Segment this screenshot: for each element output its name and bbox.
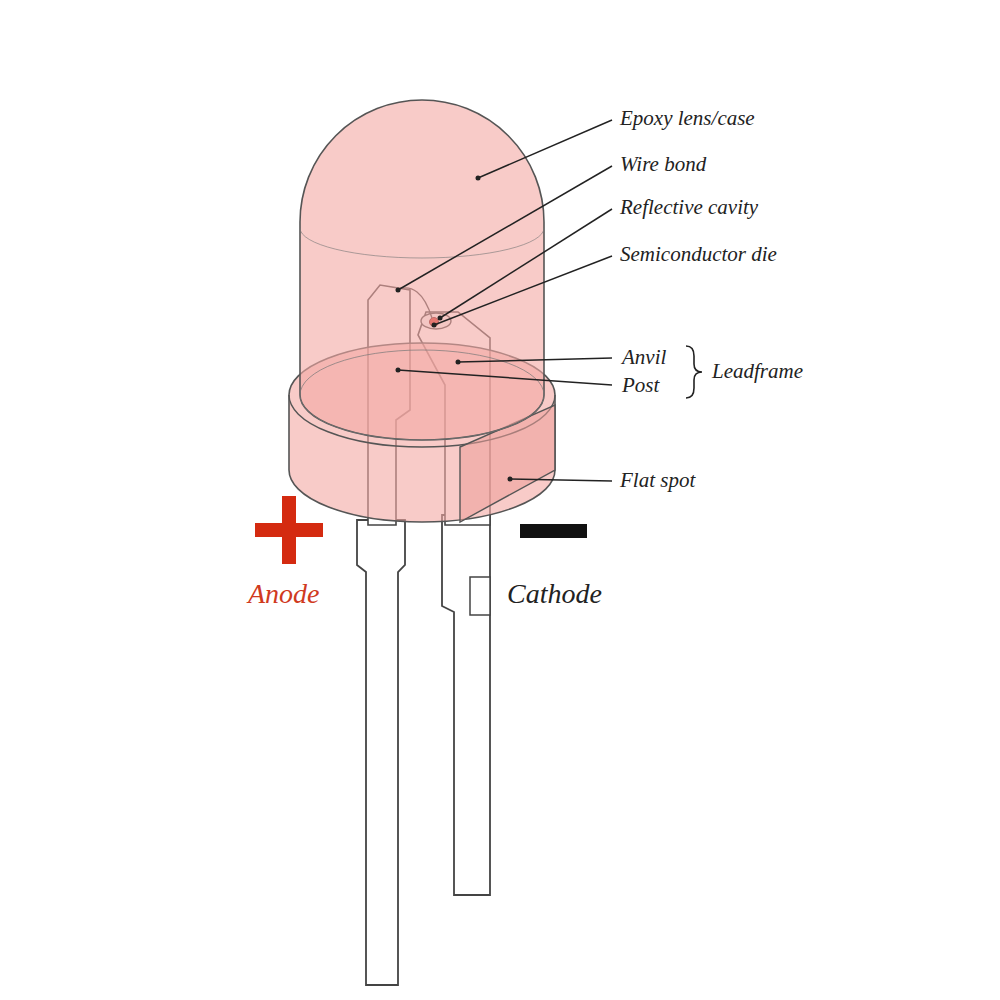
part-label: Flat spot <box>620 470 695 491</box>
part-label: Post <box>622 375 659 396</box>
leader-dot <box>438 316 443 321</box>
leader-dots <box>396 176 513 482</box>
plus-symbol <box>282 496 296 564</box>
cathode-lead <box>442 515 490 895</box>
leader-line <box>440 209 612 318</box>
part-label: Wire bond <box>620 154 706 175</box>
pin-name: Anode <box>248 580 320 608</box>
leader-line <box>398 166 612 290</box>
leader-line <box>458 358 612 362</box>
part-label: Anvil <box>622 347 666 368</box>
minus-symbol <box>520 524 587 538</box>
brace <box>686 346 702 398</box>
lens-edge <box>300 228 544 258</box>
part-label: Semiconductor die <box>620 244 777 265</box>
leader-dot <box>508 477 513 482</box>
leader-lines <box>398 120 612 481</box>
pin-name: Cathode <box>507 580 602 608</box>
leader-line <box>510 479 612 481</box>
leader-dot <box>456 360 461 365</box>
leader-line <box>434 256 612 325</box>
anode-lead <box>357 520 405 985</box>
leader-dot <box>396 368 401 373</box>
leader-line <box>478 120 612 178</box>
part-label: Epoxy lens/case <box>620 108 755 129</box>
part-label: Reflective cavity <box>620 197 758 218</box>
lens-base <box>300 350 544 440</box>
epoxy-lens <box>300 100 544 440</box>
lead-tab <box>470 577 490 615</box>
leader-line <box>398 370 612 385</box>
leader-dot <box>476 176 481 181</box>
leader-dot <box>396 288 401 293</box>
leader-dot <box>432 323 437 328</box>
group-label: Leadframe <box>712 361 803 382</box>
